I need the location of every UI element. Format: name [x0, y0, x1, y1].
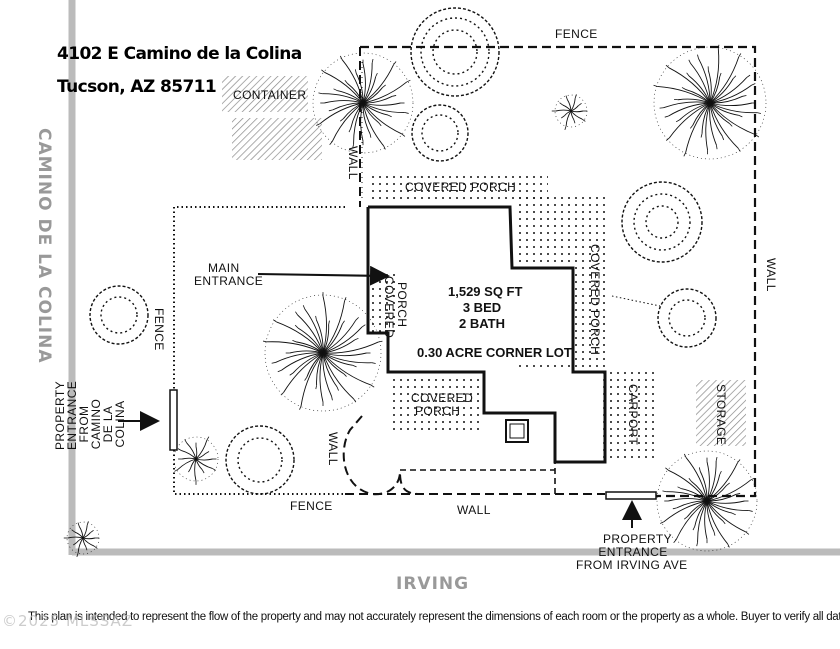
address-line-1: 4102 E Camino de la Colina: [57, 44, 302, 64]
shrub-mid-top: [411, 104, 469, 162]
label-wall-tree: WALL: [346, 146, 360, 180]
label-main-entrance-2: ENTRANCE: [194, 274, 264, 288]
gate-west: [169, 389, 178, 451]
label-container: CONTAINER: [233, 88, 307, 102]
tree-center-left: [262, 292, 383, 412]
tree-top-right: [653, 44, 767, 160]
house-beds: 3 BED: [462, 300, 502, 315]
label-main-entrance-1: MAIN: [208, 261, 240, 275]
shrub-top-center: [410, 7, 500, 97]
label-covered-porch-bottom-2: PORCH: [415, 404, 461, 418]
label-wall-left-bottom: WALL: [326, 432, 340, 466]
tree-bottom-right: [656, 450, 758, 552]
label-covered-porch-left-2: PORCH: [395, 282, 409, 328]
chimney-inner: [509, 423, 525, 439]
storage-shed: [696, 380, 746, 446]
fence-top-right: [360, 45, 757, 498]
label-wall-bottom: WALL: [457, 503, 491, 517]
arrow-main-entrance: [257, 265, 390, 286]
tree-bottom-left-small: [173, 436, 219, 485]
container-shed: [222, 76, 308, 112]
label-property-entrance-south-1: PROPERTY: [603, 532, 672, 546]
label-covered-porch-right: COVERED PORCH: [588, 244, 602, 356]
label-property-entrance-west: PROPERTY ENTRANCE FROM CAMINO DE LA COLI…: [53, 380, 127, 450]
house-fill-cover: [395, 265, 573, 365]
tree-corner: [63, 521, 100, 558]
chimney-square: [505, 419, 529, 443]
address-line-2: Tucson, AZ 85711: [57, 77, 217, 97]
house-lot: 0.30 ACRE CORNER LOT: [417, 345, 572, 360]
house-sqft: 1,529 SQ FT: [448, 284, 523, 299]
house-baths: 2 BATH: [459, 316, 505, 331]
container-shed-2: [232, 118, 322, 160]
label-wall-right: WALL: [764, 258, 778, 292]
label-fence-bottom: FENCE: [290, 499, 333, 513]
gate-south: [605, 491, 657, 500]
label-covered-porch-left-1: COVERED: [382, 276, 396, 339]
wall-curve: [342, 415, 421, 496]
street-label-camino: CAMINO DE LA COLINA: [34, 128, 54, 364]
label-storage: STORAGE: [714, 384, 728, 446]
tree-small-top: [551, 94, 588, 131]
label-fence-top: FENCE: [555, 27, 598, 41]
label-property-entrance-south-2: ENTRANCE: [598, 545, 668, 559]
shrub-left: [89, 285, 149, 345]
carport-area: [603, 372, 659, 462]
shrub-right-small: [657, 288, 717, 348]
street-label-irving: IRVING: [396, 574, 470, 594]
copyright-watermark: ©2025 MLSSAZ: [2, 612, 134, 630]
fence-left: [173, 206, 345, 495]
shrub-bottom-left: [225, 425, 295, 495]
tree-top-left: [312, 52, 414, 154]
disclaimer: This plan is intended to represent the f…: [28, 611, 840, 623]
leader-porch-right: [611, 295, 661, 307]
porch-bottom-area: [388, 378, 482, 434]
label-fence-left: FENCE: [152, 308, 166, 351]
label-carport: CARPORT: [626, 384, 640, 446]
shrub-right: [621, 181, 703, 263]
label-property-entrance-south-3: FROM IRVING AVE: [576, 558, 688, 572]
label-covered-porch-top: COVERED PORCH: [405, 180, 517, 194]
house-outline: [366, 205, 607, 464]
label-covered-porch-bottom-1: COVERED: [411, 391, 474, 405]
